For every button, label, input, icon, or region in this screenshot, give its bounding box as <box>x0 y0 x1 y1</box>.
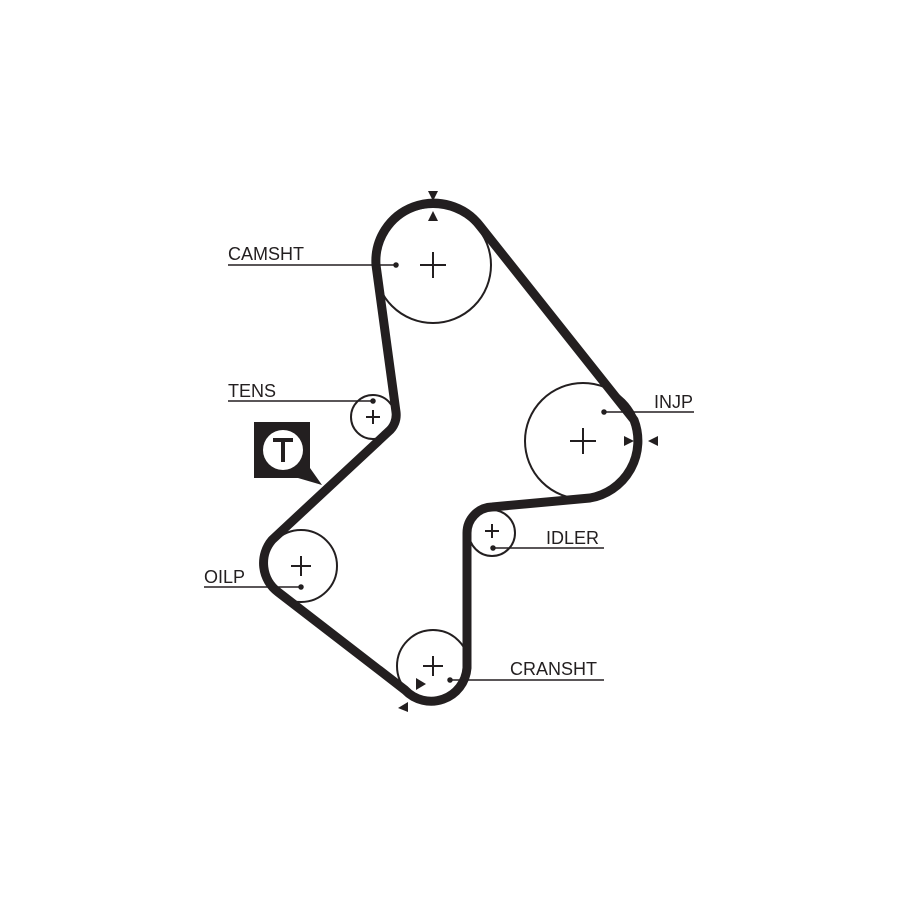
crankshaft-label: CRANSHT <box>510 659 597 679</box>
leader-lines <box>204 262 694 683</box>
camshaft-label: CAMSHT <box>228 244 304 264</box>
tensioner-label: TENS <box>228 381 276 401</box>
timing-belt <box>259 198 643 706</box>
injection-pump-label: INJP <box>654 392 693 412</box>
timing-mark-icons <box>398 191 658 712</box>
center-cross-icons <box>291 252 596 676</box>
tensioner-badge-icon <box>254 422 322 485</box>
idler-label: IDLER <box>546 528 599 548</box>
oil-pump-label: OILP <box>204 567 245 587</box>
